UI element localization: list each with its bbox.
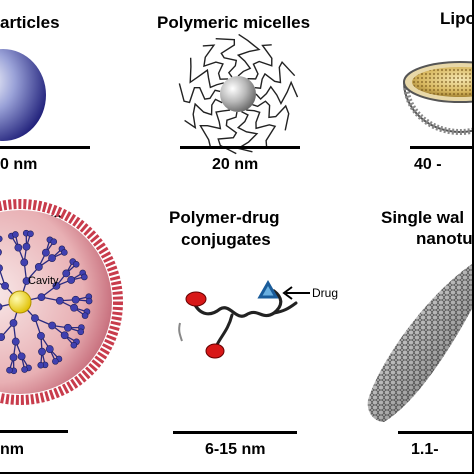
dendrimer-node <box>9 353 18 362</box>
dendrimer-node <box>85 297 93 305</box>
dendrimer-node <box>77 328 85 336</box>
dendrimer-node <box>48 321 57 330</box>
dendrimer-node <box>12 231 19 238</box>
micelle-tail <box>246 109 277 147</box>
dendrimer-node <box>0 235 3 243</box>
nanoparticle-sphere <box>0 49 46 141</box>
dendrimer-node <box>67 276 76 284</box>
dendrimer-graphic <box>0 199 123 405</box>
drug-molecule-blue <box>257 279 279 299</box>
dendrimer-node <box>21 366 28 373</box>
dendrimer-node <box>71 295 80 304</box>
panel-nanoparticles-title: articles <box>0 13 60 32</box>
dendrimer-node <box>0 333 6 341</box>
dendrimer-node <box>61 249 68 256</box>
drug-molecule-red-1 <box>185 291 207 307</box>
micelle-tail <box>202 44 229 80</box>
drug-pointer-arrow <box>282 286 310 300</box>
micelle-tail <box>217 111 238 155</box>
dendrimer-node <box>17 352 26 361</box>
dendrimer-node <box>70 341 78 349</box>
dendrimer-node <box>14 243 23 252</box>
dendrimer-node <box>0 248 2 256</box>
dendrimer-node <box>41 248 50 257</box>
dendrimer-node <box>1 281 9 290</box>
dendrimer-node <box>22 242 31 251</box>
micelle-tail <box>252 100 290 131</box>
micelle-tail <box>178 83 221 104</box>
drug-pointer-label: Drug <box>312 286 339 300</box>
dendrimer-node <box>81 312 89 319</box>
micelle-tail <box>236 33 261 77</box>
dendrimer-node <box>6 366 13 374</box>
panel-liposome-scale-bar <box>410 146 472 149</box>
panel-nanoparticles-size: 0 nm <box>0 156 38 173</box>
panel-nanotube-title-line2: nanotu <box>416 229 473 248</box>
dendrimer-node <box>55 296 64 305</box>
micelle-tail <box>215 38 238 78</box>
dendrimer-node <box>50 238 58 245</box>
panel-micelles-size: 20 nm <box>212 156 259 173</box>
dendrimer-node <box>22 277 31 285</box>
panel-dendrimer-size: nm <box>0 441 24 458</box>
panel-liposome-size: 40 - <box>414 156 442 173</box>
micelle-tail <box>254 60 296 89</box>
micelle-tail <box>247 44 273 80</box>
conjugate-graphic <box>178 279 298 359</box>
panel-nanotube-scale-bar <box>398 431 472 434</box>
dendrimer-node <box>9 319 18 327</box>
dendrimer-node <box>20 258 29 267</box>
dendrimer-node <box>0 303 3 311</box>
panel-nanoparticles-scale-bar <box>0 146 90 149</box>
micelle-tail <box>199 109 231 147</box>
drug-molecule-red-2 <box>205 343 225 359</box>
panel-micelles-title: Polymeric micelles <box>157 13 311 32</box>
micelle-graphic <box>178 33 299 155</box>
dendrimer-node <box>45 345 54 353</box>
liposome-graphic <box>402 61 472 135</box>
panel-liposome-title: Lipo <box>440 9 474 28</box>
micelle-tail <box>184 98 223 130</box>
dendrimer-node <box>70 303 78 312</box>
panel-micelles-scale-bar <box>180 146 300 149</box>
dendrimer-node <box>37 331 45 340</box>
dendrimer-node <box>81 273 88 281</box>
dendrimer-cavity-label: Cavity <box>28 275 59 287</box>
dendrimer-node <box>52 358 59 365</box>
dendrimer-node <box>27 230 34 238</box>
dendrimer-node <box>34 263 43 271</box>
micelle-tail <box>189 57 225 89</box>
panel-nanotube-size: 1.1- <box>411 441 439 458</box>
dendrimer-node <box>31 314 39 323</box>
panel-conjugate-scale-bar <box>173 431 297 434</box>
panel-conjugate-title-line1: Polymer-drug <box>169 208 280 227</box>
panel-conjugate-size: 6-15 nm <box>205 441 266 458</box>
dendrimer-node <box>11 337 20 346</box>
panel-conjugate-title-line2: conjugates <box>181 230 271 249</box>
dendrimer-node <box>60 331 69 340</box>
dendrimer-node <box>72 260 80 268</box>
dendrimer-node <box>62 269 71 278</box>
dendrimer-node <box>52 282 61 290</box>
panel-nanotube-title-line1: Single wal <box>381 208 465 227</box>
dendrimer-node <box>37 293 46 302</box>
micelle-tail <box>255 80 299 106</box>
dendrimer-node <box>38 347 46 356</box>
dendrimer-node <box>48 254 56 262</box>
dendrimer-node <box>37 361 45 369</box>
panel-dendrimer-scale-bar <box>0 430 68 433</box>
dendrimer-node <box>0 264 3 272</box>
dendrimer-node <box>63 323 72 332</box>
nanotube-graphic <box>367 264 472 422</box>
